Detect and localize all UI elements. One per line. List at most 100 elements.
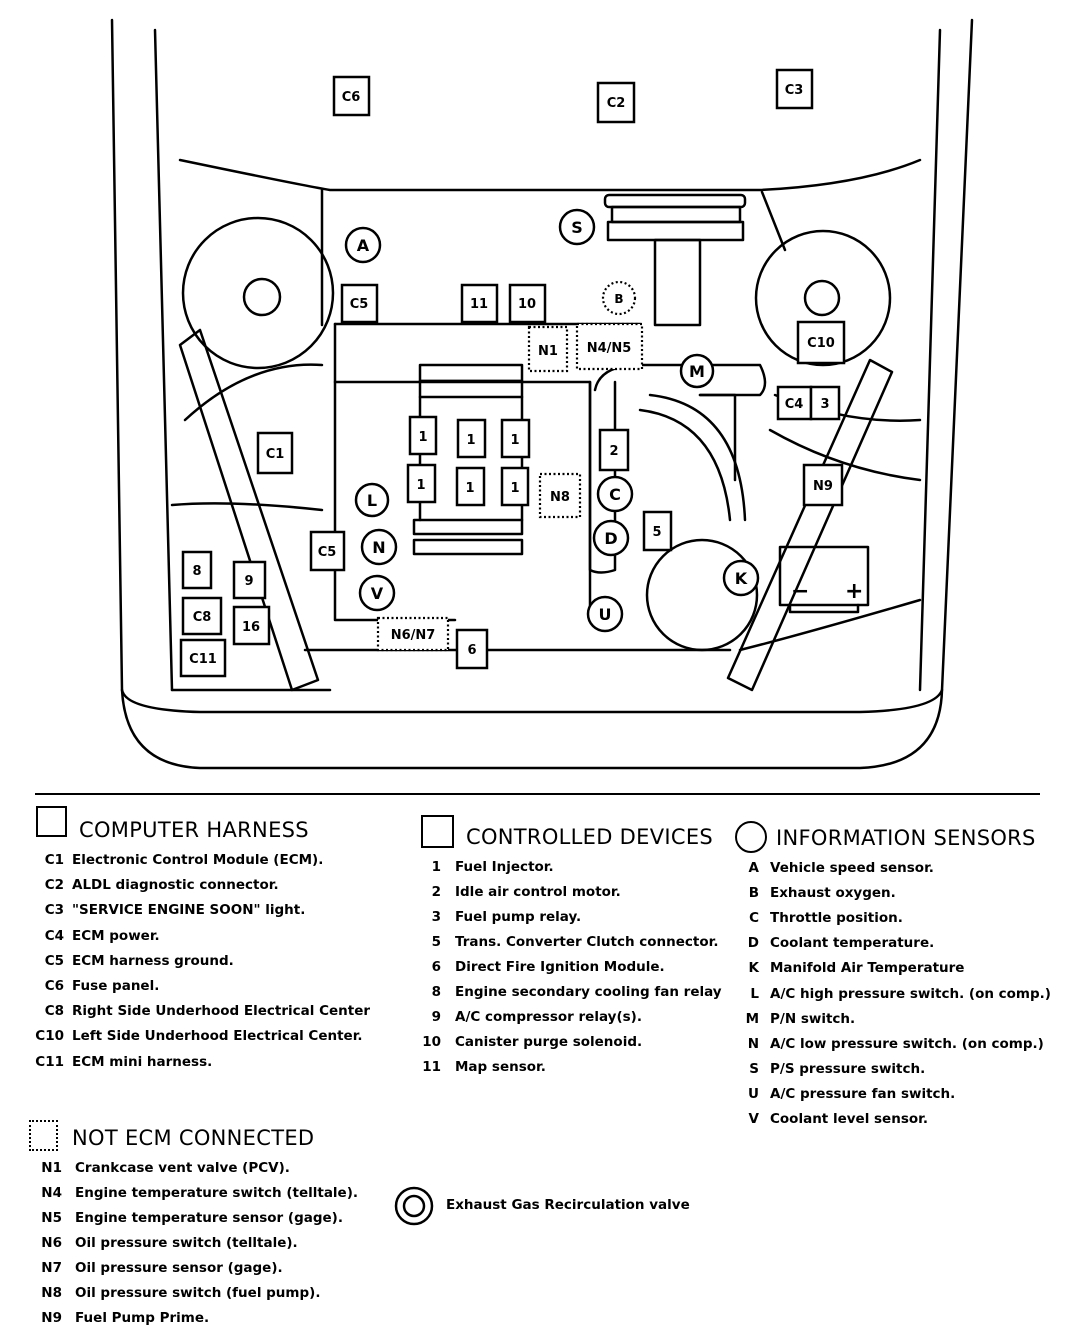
svg-text:C: C (609, 485, 621, 504)
ps-body (610, 205, 742, 224)
plenum-bottom-2 (412, 538, 524, 556)
svg-text:9: 9 (244, 574, 253, 589)
dotted-circle-b: B (601, 280, 637, 316)
legend-title-not-ecm: NOT ECM CONNECTED (72, 1126, 315, 1150)
svg-text:C3: C3 (785, 83, 804, 98)
svg-text:1: 1 (416, 478, 425, 493)
injector-1c: 1 (500, 418, 531, 459)
svg-text:1: 1 (465, 481, 474, 496)
legend-item-desc: P/S pressure switch. (770, 1060, 926, 1077)
legend-item-code: N1 (41, 1160, 62, 1176)
battery (778, 545, 870, 607)
engine-inner-frame (588, 380, 617, 574)
legend-item-code: C2 (44, 877, 64, 894)
legend-title-information-sensors: INFORMATION SENSORS (776, 826, 1036, 850)
legend-item-desc: Vehicle speed sensor. (770, 860, 934, 876)
plenum-2 (418, 379, 524, 399)
svg-text:U: U (599, 605, 612, 624)
right-strut-tower (754, 229, 892, 367)
svg-text:B: B (614, 292, 623, 306)
injector-1a: 1 (408, 415, 438, 456)
svg-text:N: N (372, 538, 385, 557)
box-16: 16 (232, 605, 271, 646)
cowl-right (760, 190, 787, 252)
box-c5-left: C5 (309, 530, 346, 572)
legend-item-desc: Exhaust oxygen. (770, 885, 896, 902)
sensor-a: A (344, 226, 382, 264)
svg-text:C2: C2 (607, 96, 626, 111)
box-3: 3 (809, 385, 841, 421)
injector-1b: 1 (456, 418, 487, 459)
legend-item-code: C10 (35, 1028, 64, 1045)
legend-item-code: 1 (431, 859, 441, 875)
legend-item-code: C4 (44, 927, 64, 944)
svg-text:1: 1 (466, 433, 475, 448)
sensor-c: C (596, 475, 634, 513)
legend-item-code: 3 (431, 909, 441, 925)
legend-item-desc: P/N switch. (770, 1010, 856, 1027)
box-c3: C3 (775, 68, 814, 110)
legend-item-code: V (748, 1111, 759, 1127)
plenum-bottom-1 (412, 518, 524, 536)
legend-item-desc: Engine temperature switch (telltale). (75, 1185, 359, 1201)
legend-item-desc: Fuel pump relay. (455, 909, 582, 925)
legend-item-code: L (750, 985, 759, 1002)
sensor-v: V (358, 574, 396, 612)
legend-item-desc: Trans. Converter Clutch connector. (455, 934, 719, 950)
sensor-m: M (679, 353, 715, 389)
legend-item-code: C11 (35, 1053, 64, 1070)
svg-text:M: M (689, 362, 705, 381)
right-arc (768, 428, 922, 482)
legend-item-code: N7 (41, 1260, 62, 1276)
svg-text:1: 1 (510, 481, 519, 496)
solid-square-icon (421, 815, 454, 848)
cowl-line (178, 158, 922, 192)
injector-1d: 1 (406, 463, 437, 504)
box-9: 9 (232, 560, 267, 600)
svg-text:1: 1 (418, 430, 427, 445)
battery-tray (788, 603, 860, 614)
legend-item-code: S (749, 1060, 759, 1077)
legend-item-desc: Throttle position. (770, 910, 903, 927)
box-6: 6 (455, 628, 489, 670)
injector-1e: 1 (455, 466, 486, 507)
ps-cap (603, 193, 747, 209)
svg-text:N9: N9 (813, 479, 833, 494)
svg-text:N1: N1 (538, 344, 558, 359)
svg-text:2: 2 (609, 444, 618, 459)
legend-item-desc: "SERVICE ENGINE SOON" light. (72, 902, 306, 919)
air-duct (638, 393, 747, 522)
dotted-n4n5: N4/N5 (575, 322, 644, 371)
ps-base (606, 220, 745, 242)
injector-1f: 1 (500, 466, 530, 507)
legend-item-desc: Left Side Underhood Electrical Center. (72, 1028, 363, 1045)
box-11: 11 (460, 283, 499, 324)
legend-item-code: C8 (44, 1003, 64, 1020)
legend-item-code: N (747, 1035, 759, 1052)
solid-square-icon (36, 806, 67, 837)
right-brace (726, 358, 894, 692)
legend-item-desc: A/C low pressure switch. (on comp.) (770, 1035, 1044, 1052)
sensor-d: D (592, 519, 630, 557)
legend-title-computer-harness: COMPUTER HARNESS (79, 818, 309, 842)
svg-text:1: 1 (510, 433, 519, 448)
svg-text:A: A (357, 236, 370, 255)
legend-item: N A/C low pressure switch. (on comp.) (735, 1036, 1088, 1054)
svg-text:6: 6 (467, 643, 476, 658)
svg-text:D: D (604, 529, 617, 548)
legend-item-desc: Oil pressure switch (telltale). (75, 1235, 298, 1251)
svg-text:C1: C1 (266, 447, 285, 462)
air-duct-3 (698, 393, 737, 482)
